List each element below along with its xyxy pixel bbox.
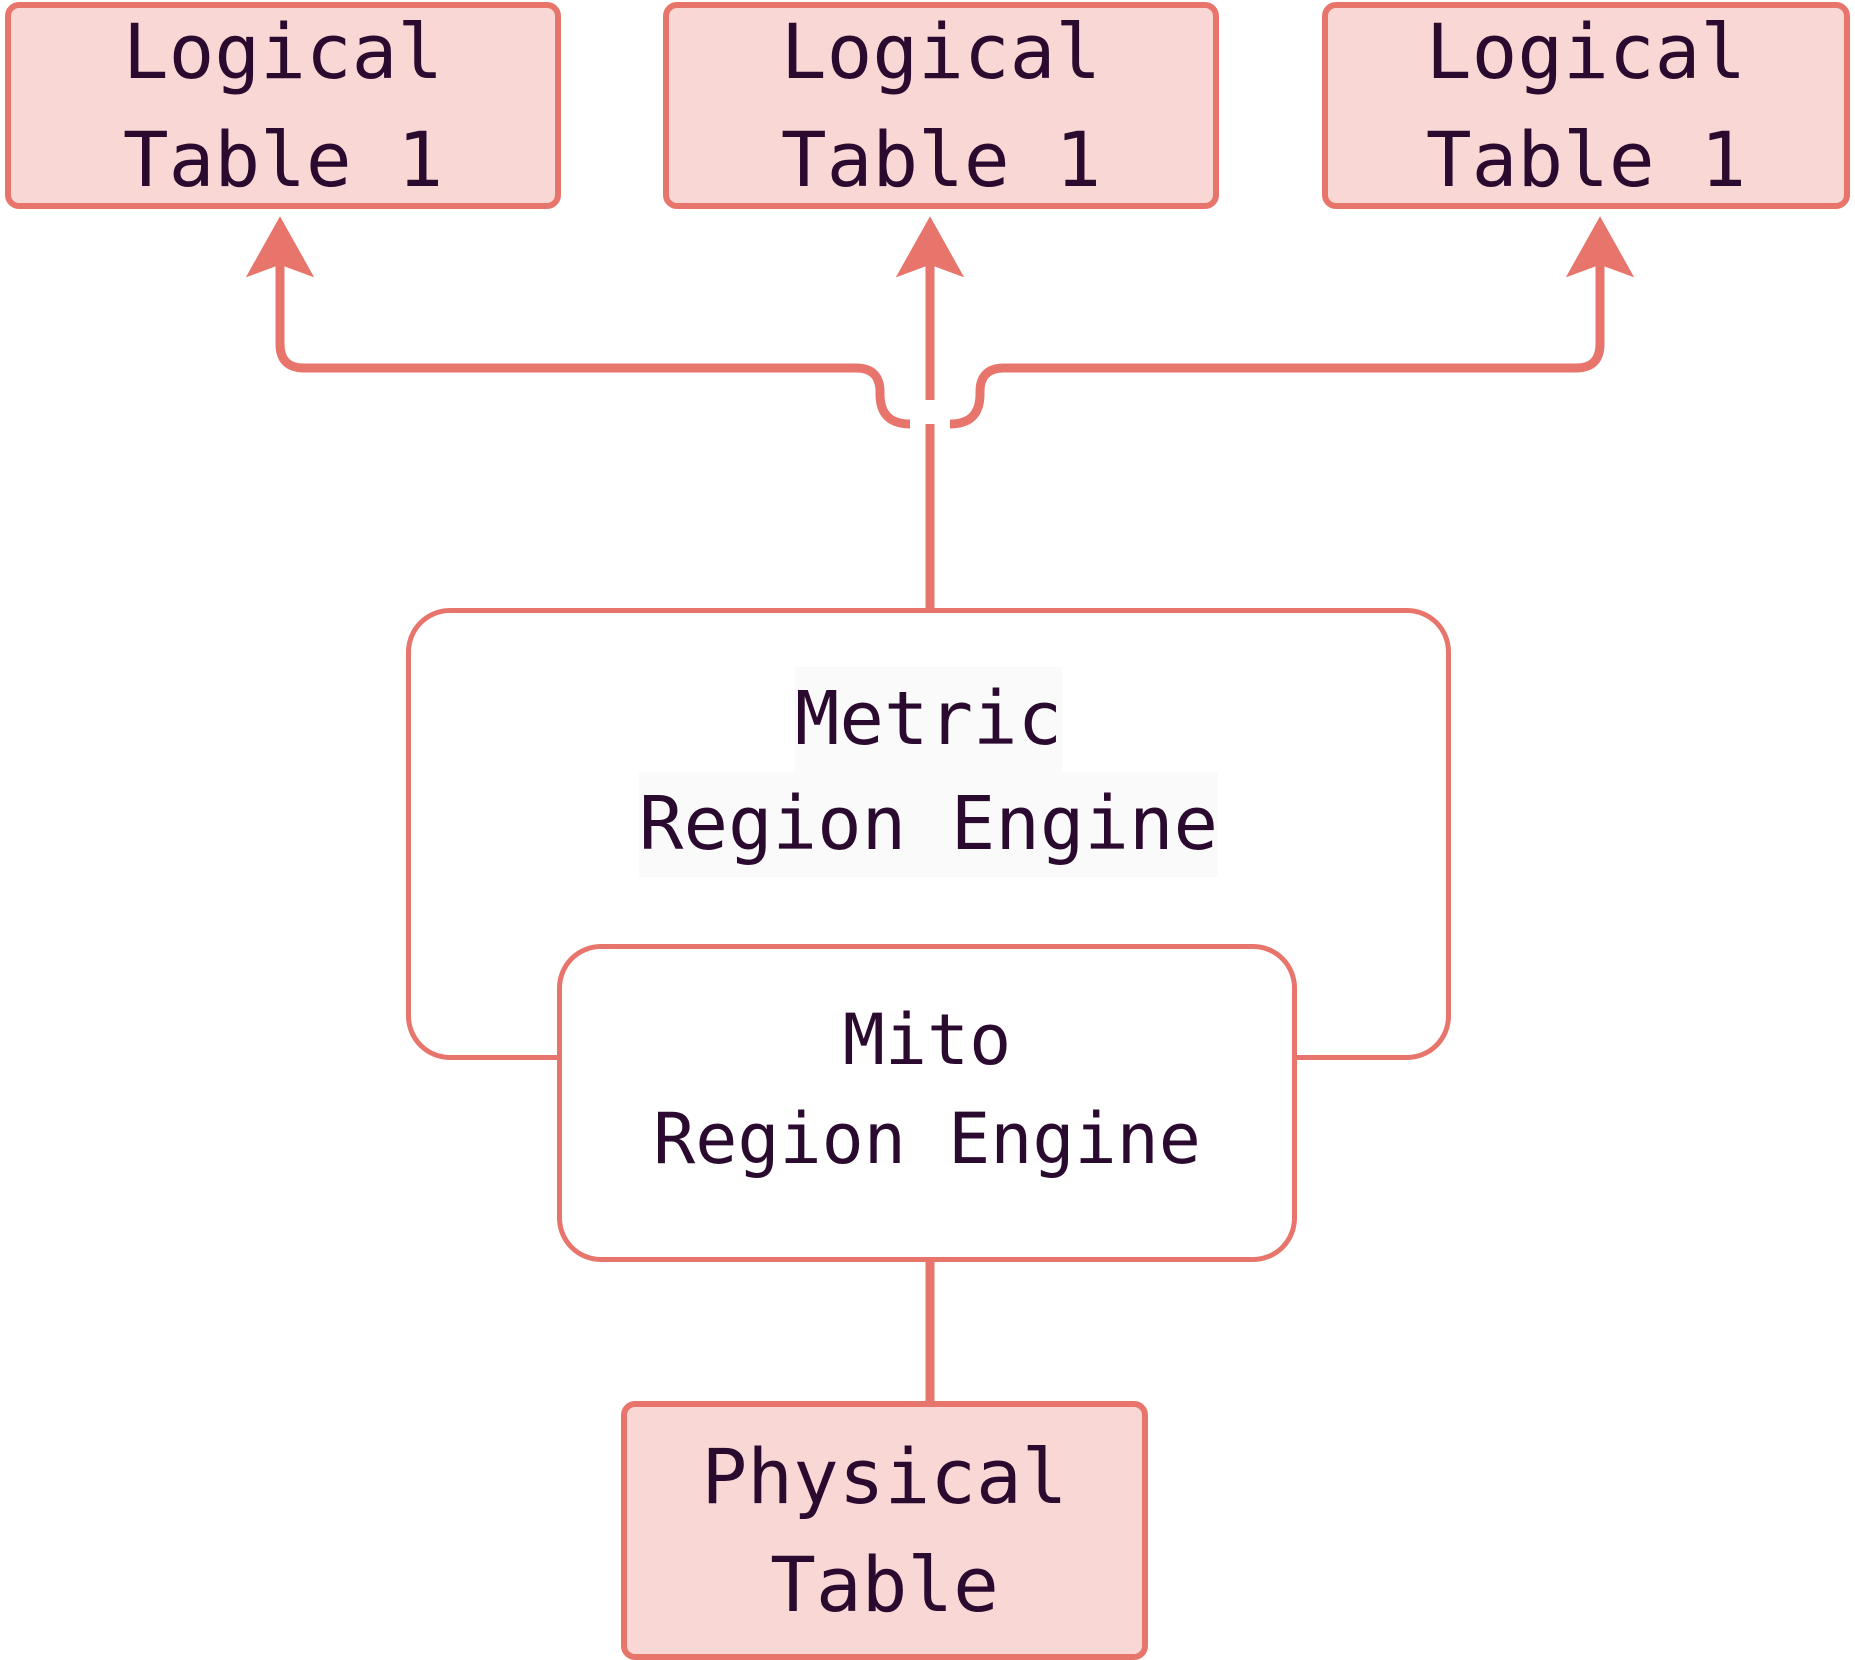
node-logical-table-1[interactable]: Logical Table 1 [5, 2, 561, 209]
node-logical-table-2-line-1: Logical [780, 6, 1102, 96]
node-metric-region-engine[interactable]: Metric Region Engine [406, 608, 1451, 1060]
node-logical-table-1-line-1: Logical [122, 6, 444, 96]
node-metric-region-engine-line-1: Metric [794, 667, 1063, 773]
node-mito-region-engine[interactable]: Mito Region Engine [557, 944, 1297, 1262]
node-logical-table-3-line-1: Logical [1425, 6, 1747, 96]
node-metric-region-engine-line-2: Region Engine [638, 772, 1219, 878]
node-logical-table-3-line-2: Table 1 [1425, 114, 1747, 204]
node-logical-table-3[interactable]: Logical Table 1 [1322, 2, 1850, 209]
node-physical-table[interactable]: Physical Table [621, 1401, 1148, 1660]
node-logical-table-2-line-2: Table 1 [780, 114, 1102, 204]
edge-metric-to-logical-1 [245, 216, 911, 429]
edge-metric-to-logical-3 [949, 216, 1635, 429]
node-mito-region-engine-line-1: Mito [842, 999, 1012, 1081]
node-logical-table-1-line-2: Table 1 [122, 114, 444, 204]
node-physical-table-line-1: Physical [701, 1431, 1068, 1521]
node-mito-region-engine-line-2: Region Engine [653, 1098, 1201, 1181]
node-physical-table-line-2: Table [770, 1539, 999, 1629]
node-logical-table-2[interactable]: Logical Table 1 [663, 2, 1219, 209]
